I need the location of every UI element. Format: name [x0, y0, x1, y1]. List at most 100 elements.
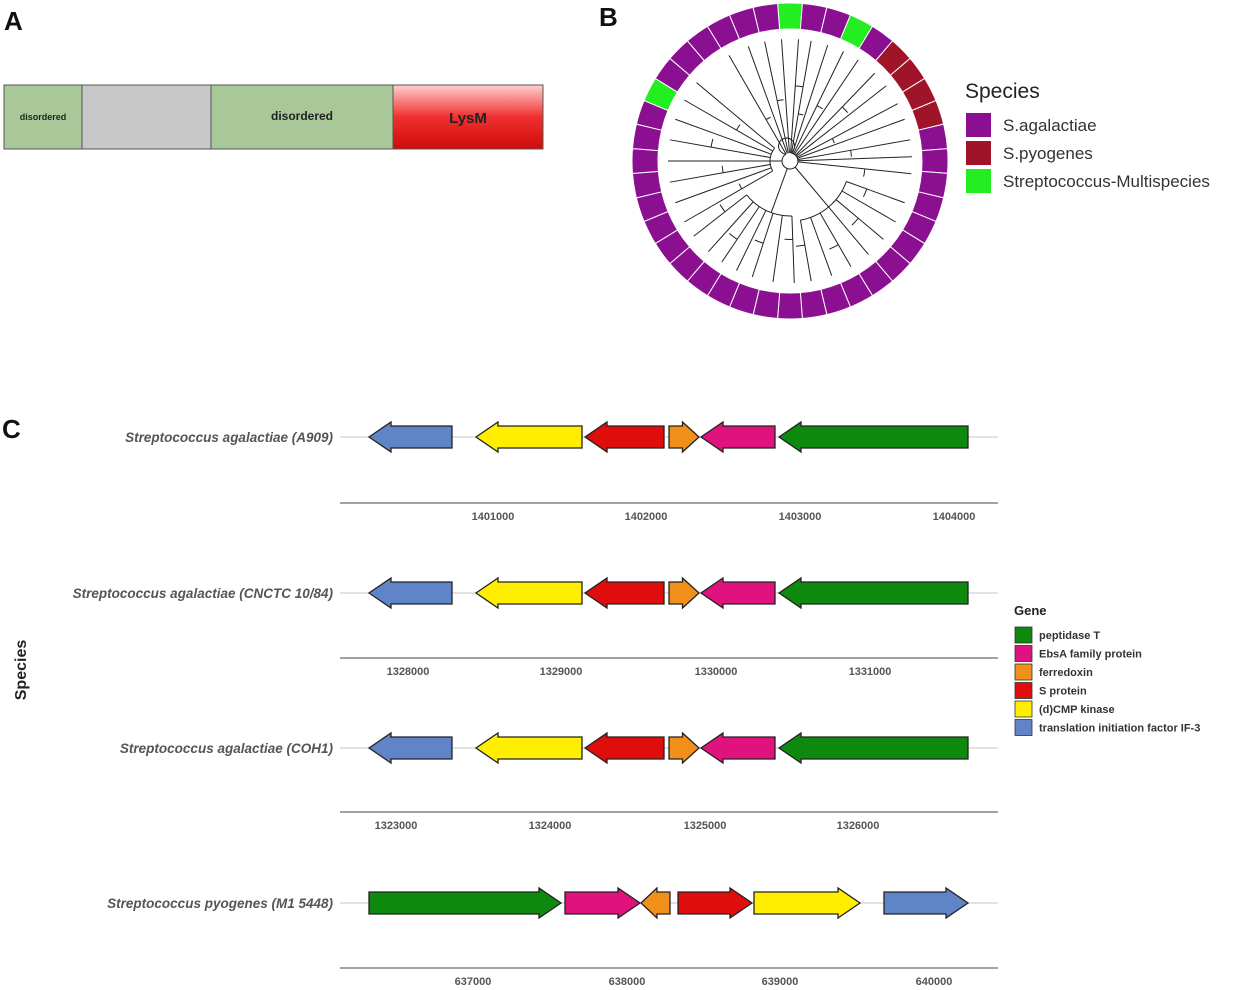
tree-arc [850, 150, 852, 157]
tree-branch [707, 226, 732, 252]
domain-label: disordered [271, 109, 333, 123]
tick-label: 640000 [916, 976, 953, 988]
tree-branch [799, 220, 806, 246]
tree-branch [772, 252, 778, 282]
tick-label: 1402000 [625, 511, 668, 523]
gene-arrow [474, 420, 583, 454]
tree-branch [736, 129, 773, 152]
tree-branch [684, 188, 743, 223]
gene-arrow [677, 886, 754, 920]
tree-branch [765, 119, 787, 155]
panel-a-letter: A [4, 6, 23, 36]
tree-branch [841, 156, 912, 160]
tree-branch [794, 118, 820, 155]
tree-branch [724, 194, 747, 213]
tree-branch [837, 244, 852, 267]
gene-legend-swatch [1014, 663, 1033, 681]
gene-legend-label: ferredoxin [1039, 667, 1093, 679]
tree-branch [721, 239, 738, 263]
species-label: Streptococcus agalactiae (COH1) [120, 741, 334, 756]
gene-legend-label: translation initiation factor IF-3 [1039, 723, 1200, 735]
tree-branch [866, 188, 905, 204]
tick-label: 1330000 [695, 666, 738, 678]
tree-branch [795, 106, 843, 156]
tree-branch [794, 166, 829, 208]
tick-label: 1323000 [375, 820, 418, 832]
gene-arrow [640, 886, 671, 920]
gene-legend-swatch [1014, 719, 1033, 736]
gene-arrow [883, 886, 970, 920]
tick-label: 638000 [609, 976, 646, 988]
tree-branch [846, 181, 867, 190]
tree-branch [791, 215, 794, 240]
tree-branch [835, 199, 859, 219]
tree-branch [754, 210, 767, 234]
tree-arc [777, 99, 784, 102]
tree-arc [736, 124, 741, 131]
tree-branch [864, 168, 912, 175]
tick-label: 1324000 [529, 820, 572, 832]
tree-arc [728, 233, 738, 240]
tree-branch [791, 92, 813, 154]
tick-label: 637000 [455, 976, 492, 988]
legend-label: Streptococcus-Multispecies [1003, 172, 1210, 191]
tree-arc [800, 181, 847, 221]
gene-arrow [753, 886, 862, 920]
ring-segment [777, 2, 803, 30]
tree-branch [669, 139, 712, 148]
tree-branch [723, 136, 772, 155]
tree-branch [764, 93, 788, 154]
tree-branch [811, 44, 829, 93]
domain-box-4 [392, 84, 544, 150]
tree-branch [871, 207, 896, 223]
tree-branch [794, 39, 800, 86]
species-label: Streptococcus agalactiae (CNCTC 10/84) [73, 586, 334, 601]
tree-branch [843, 224, 869, 255]
panel-b-letter: B [599, 2, 618, 32]
gene-arrow [583, 731, 665, 765]
gene-legend-label: (d)CMP kinase [1039, 704, 1115, 716]
gene-arrow [668, 576, 700, 610]
tree-branch [741, 170, 773, 190]
tree-branch [797, 149, 851, 161]
tree-arc [791, 152, 797, 157]
tree-branch [850, 139, 911, 151]
tree-branch [804, 245, 812, 282]
gene-legend-swatch [1014, 682, 1033, 699]
domain-box-1 [3, 84, 83, 150]
gene-arrow [564, 886, 642, 920]
tree-branch [790, 85, 796, 154]
gene-arrow [777, 731, 969, 765]
tree-arc [738, 183, 743, 190]
tree-branch [710, 146, 771, 159]
tree-branch [832, 103, 898, 139]
tree-branch [820, 246, 833, 276]
tree-branch [857, 217, 884, 240]
tree-branch [728, 55, 767, 120]
ring-segment [631, 148, 659, 174]
gene-legend-title: Gene [1014, 603, 1047, 618]
species-ring [631, 2, 949, 320]
tree-branch [675, 186, 718, 204]
tree-branch [810, 217, 822, 247]
tree-branch [675, 118, 724, 138]
ring-segment [921, 148, 949, 174]
gene-arrow [777, 420, 969, 454]
gene-arrow [367, 420, 453, 454]
tree-branch [796, 138, 833, 158]
tree-arc [765, 116, 771, 120]
tree-arc [781, 153, 799, 170]
tree-branch [669, 172, 724, 183]
domain-box-3 [210, 84, 394, 150]
tree-branch [795, 120, 842, 157]
ring-segment [752, 2, 781, 34]
gene-legend-swatch [1014, 645, 1033, 662]
tree-branches [668, 39, 912, 283]
legend-label: S.pyogenes [1003, 144, 1093, 163]
tree-branch [770, 168, 788, 213]
tree-arc [719, 204, 726, 213]
species-legend: Species S.agalactiaeS.pyogenesStreptococ… [965, 80, 1210, 193]
